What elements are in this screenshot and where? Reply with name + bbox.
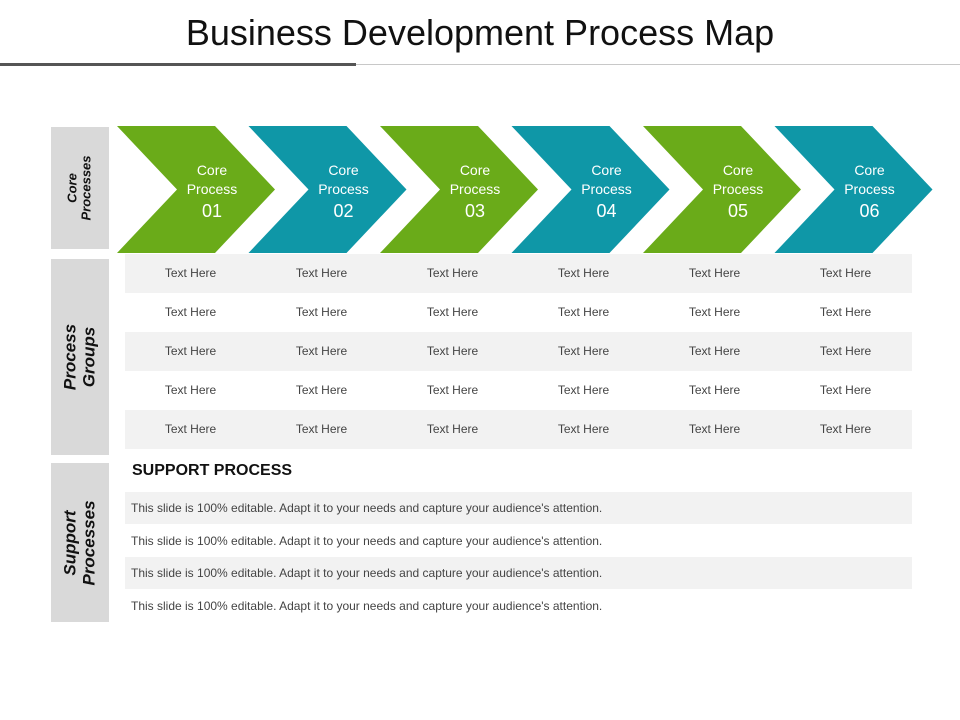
table-row: Text Here Text Here Text Here Text Here Text… [125, 410, 912, 449]
table-cell: Text Here [426, 305, 479, 319]
chevron-label-text: Core Process [844, 162, 895, 197]
table-cell: Text Here [164, 422, 217, 436]
chevron-label-04: Core Process 04 [559, 161, 655, 223]
list-item: This slide is 100% editable. Adapt it to… [125, 557, 912, 589]
table-cell: Text Here [426, 344, 479, 358]
chevron-label-02: Core Process 02 [296, 161, 392, 223]
title-divider [0, 64, 960, 65]
table-cell: Text Here [426, 383, 479, 397]
table-cell: Text Here [426, 422, 479, 436]
side-label-process-groups: Process Groups [51, 259, 109, 455]
table-cell: Text Here [819, 266, 872, 280]
table-cell: Text Here [688, 266, 741, 280]
table-cell: Text Here [688, 305, 741, 319]
chevron-label-03: Core Process 03 [427, 161, 523, 223]
chevron-label-number: 02 [333, 201, 354, 221]
chevron-label-number: 03 [464, 201, 486, 221]
chevron-label-01: Core Process 01 [164, 161, 260, 223]
chevron-label-text: Core Process [712, 162, 764, 197]
page-title: Business Development Process Map [185, 12, 775, 53]
table-row: Text Here Text Here Text Here Text Here Text… [125, 371, 912, 410]
table-row: Text Here Text Here Text Here Text Here Text… [125, 254, 912, 293]
table-cell: Text Here [295, 266, 348, 280]
chevron-label-text: Core Process [581, 162, 632, 197]
table-cell: Text Here [557, 305, 610, 319]
table-cell: Text Here [819, 305, 872, 319]
chevron-core-process-05 [643, 126, 801, 253]
side-label-support-text: Support Processes [60, 499, 98, 586]
table-cell: Text Here [688, 422, 741, 436]
side-label-support-processes: Support Processes [51, 463, 109, 622]
side-label-core-processes: Core Processes [51, 127, 109, 249]
chevron-core-process-01 [117, 126, 275, 253]
chevron-label-number: 06 [859, 201, 880, 221]
table-cell: Text Here [164, 383, 217, 397]
chevron-label-text: Core Process [449, 162, 501, 197]
table-cell: Text Here [295, 422, 348, 436]
chevron-label-number: 01 [201, 201, 223, 221]
table-cell: Text Here [426, 266, 479, 280]
list-item: This slide is 100% editable. Adapt it to… [125, 492, 912, 524]
support-process-heading: SUPPORT PROCESS [132, 462, 293, 479]
table-cell: Text Here [295, 383, 348, 397]
chevron-label-text: Core Process [318, 162, 369, 197]
table-cell: Text Here [819, 383, 872, 397]
chevron-core-process-06 [774, 126, 933, 253]
chevron-label-number: 05 [727, 201, 749, 221]
chevron-label-number: 04 [596, 201, 617, 221]
table-cell: Text Here [295, 344, 348, 358]
chevron-core-process-04 [511, 126, 670, 253]
table-row: Text Here Text Here Text Here Text Here Text… [125, 293, 912, 332]
table-cell: Text Here [688, 383, 741, 397]
table-cell: Text Here [557, 383, 610, 397]
chevron-label-06: Core Process 06 [822, 161, 918, 223]
table-row: Text Here Text Here Text Here Text Here Text… [125, 332, 912, 371]
table-cell: Text Here [819, 344, 872, 358]
table-cell: Text Here [295, 305, 348, 319]
table-cell: Text Here [557, 266, 610, 280]
list-item: This slide is 100% editable. Adapt it to… [131, 533, 603, 548]
table-cell: Text Here [557, 422, 610, 436]
chevron-core-process-03 [380, 126, 538, 253]
table-cell: Text Here [819, 422, 872, 436]
table-cell: Text Here [164, 266, 217, 280]
table-cell: Text Here [688, 344, 741, 358]
list-item: This slide is 100% editable. Adapt it to… [131, 598, 603, 613]
chevron-core-process-02 [248, 126, 407, 253]
title-accent-bar [0, 63, 356, 66]
table-cell: Text Here [557, 344, 610, 358]
chevron-label-05: Core Process 05 [690, 161, 786, 223]
chevron-label-text: Core Process [186, 162, 238, 197]
table-cell: Text Here [164, 344, 217, 358]
core-process-chevrons [117, 126, 933, 253]
table-cell: Text Here [164, 305, 217, 319]
side-label-groups-text: Process Groups [60, 323, 98, 391]
